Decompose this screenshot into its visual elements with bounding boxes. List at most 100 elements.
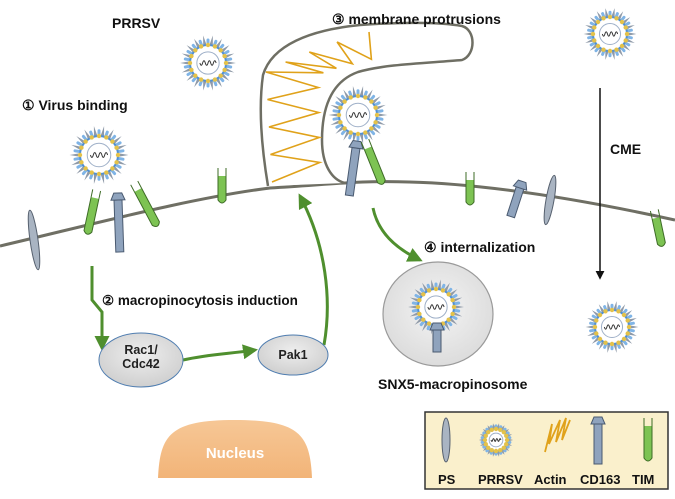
virus-bead	[493, 426, 499, 432]
virus-bead	[623, 38, 628, 43]
step4-internalization-label: ④ internalization	[424, 239, 536, 255]
virus-bead	[222, 53, 227, 59]
virus-bead	[104, 170, 109, 175]
virus-bead	[498, 427, 503, 432]
legend-cd163-icon	[590, 416, 606, 465]
virus-bead	[222, 67, 227, 73]
virus-bead	[440, 288, 446, 293]
cd163-head	[429, 322, 445, 331]
virus-bead	[609, 307, 615, 313]
arrow-internalization	[371, 207, 423, 262]
tim-body	[643, 426, 653, 462]
macropinosome-label: SNX5-macropinosome	[378, 376, 528, 392]
virus-bead	[205, 78, 211, 84]
virus-bead	[193, 48, 198, 53]
virus-bead	[115, 152, 121, 158]
tim-receptor-3	[217, 168, 227, 204]
cd163-receptor-2	[344, 139, 364, 197]
virus-bead	[614, 16, 619, 21]
virus-bead	[342, 126, 347, 131]
tim-body	[83, 197, 100, 235]
virus-bead	[616, 309, 621, 314]
nucleus-label: Nucleus	[205, 445, 265, 462]
tim-body	[363, 146, 386, 185]
virus-genome	[89, 152, 109, 158]
tim-receptor-6	[649, 209, 666, 247]
virus-bead	[446, 292, 451, 297]
tim-receptor-5	[465, 172, 475, 206]
virus-bead	[369, 126, 374, 131]
legend-cd163: CD163	[580, 472, 621, 487]
virus-bead	[415, 304, 421, 310]
ps-body	[27, 209, 41, 271]
virus-bead	[218, 48, 223, 53]
tim-receptor-4	[360, 138, 386, 185]
virus-bead	[609, 341, 615, 347]
legend-ps: PS	[438, 472, 456, 487]
virus-bead	[89, 135, 94, 140]
virus-bead	[619, 19, 625, 25]
tim-tip	[465, 172, 475, 180]
tim-body	[134, 187, 160, 228]
virus-bead	[595, 19, 601, 25]
virus-bead	[624, 31, 630, 37]
virus-genome	[427, 304, 445, 310]
virus-bead	[83, 166, 88, 171]
virus-bead	[77, 152, 83, 158]
cd163-head	[110, 192, 126, 201]
virus-bead	[607, 48, 613, 54]
virus-bead	[489, 448, 494, 453]
prrsv-virion-binding	[69, 126, 129, 184]
virus-bead	[486, 430, 491, 435]
virus-bead	[348, 130, 353, 135]
virus-bead	[205, 42, 211, 48]
arrow-pak1-to-protrusion	[298, 193, 329, 346]
virus-bead	[355, 131, 361, 137]
virus-bead	[504, 442, 509, 447]
prrsv-virion-cme-bottom	[585, 301, 639, 353]
virus-bead	[621, 336, 627, 342]
step2-macropinocytosis-label: ② macropinocytosis induction	[102, 293, 298, 308]
ps-body	[543, 174, 557, 226]
virus-bead	[373, 120, 378, 125]
virus-bead	[355, 93, 361, 99]
virus-bead	[426, 288, 432, 293]
virus-bead	[483, 433, 488, 438]
ps-lipid-2	[543, 174, 557, 226]
virus-bead	[198, 44, 204, 49]
virus-bead	[601, 47, 606, 52]
legend-tim-icon	[643, 418, 653, 462]
virus-bead	[79, 145, 84, 150]
tim-tip	[643, 418, 653, 426]
virus-bead	[450, 311, 455, 317]
prrsv-virion-cme-top	[583, 8, 637, 60]
virus-bead	[597, 336, 603, 342]
virus-bead	[193, 73, 198, 78]
virus-bead	[504, 433, 509, 438]
virus-bead	[625, 331, 630, 336]
pak1-label: Pak1	[278, 348, 308, 362]
cd163-head	[348, 139, 364, 150]
pak1-node	[257, 334, 329, 376]
legend-box	[424, 411, 669, 490]
legend-tim: TIM	[632, 472, 655, 487]
virus-bead	[363, 95, 368, 100]
virus-bead	[96, 133, 102, 139]
tim-body	[465, 180, 475, 206]
virus-bead	[218, 73, 223, 78]
cd163-stalk	[432, 329, 442, 353]
virus-bead	[504, 437, 510, 443]
virus-bead	[623, 25, 628, 30]
virus-bead	[114, 145, 119, 150]
cdc42-line: Cdc42	[122, 357, 160, 372]
virus-capsid	[424, 295, 448, 319]
virus-capsid	[488, 432, 504, 448]
virus-bead	[501, 430, 506, 435]
arrow-binding-to-rac1	[90, 266, 110, 351]
cd163-receptor-3	[506, 179, 528, 219]
virus-capsid	[196, 51, 220, 75]
virus-bead	[338, 120, 343, 125]
virus-bead	[433, 286, 439, 292]
virus-bead	[498, 448, 503, 453]
virus-bead	[417, 311, 422, 317]
